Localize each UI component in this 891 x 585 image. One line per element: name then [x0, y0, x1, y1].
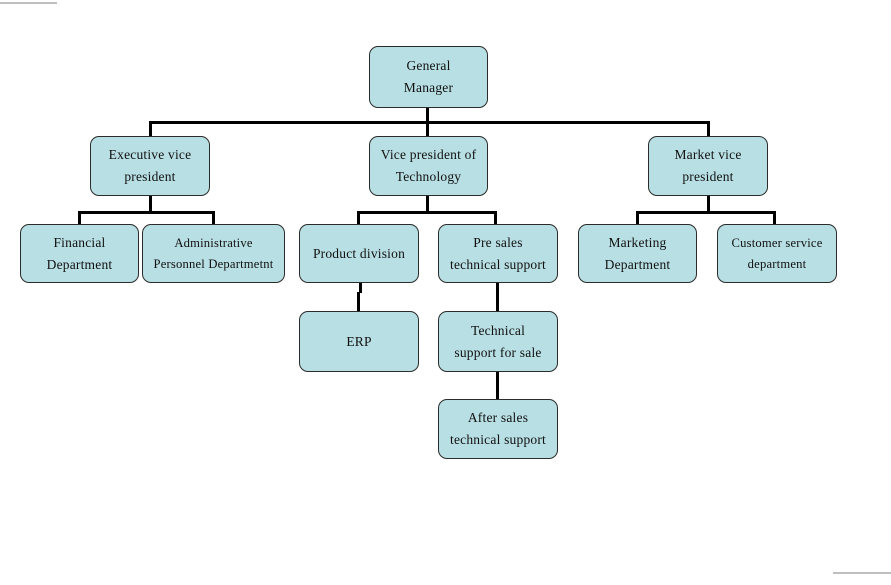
node-administrative-personnel-department[interactable]: Administrative Personnel Departmetnt: [142, 224, 285, 283]
connector-drop-marketing: [636, 211, 639, 224]
connector-product-to-erp-upper: [359, 283, 362, 293]
node-market-vice-president[interactable]: Market vice president: [648, 136, 768, 196]
connector-exec-vp-stem: [149, 196, 152, 212]
node-vice-president-of-technology-line-2: Technology: [395, 169, 462, 184]
node-general-manager[interactable]: General Manager: [369, 46, 488, 108]
node-vice-president-of-technology-line-1: Vice president of: [380, 147, 477, 163]
node-product-division[interactable]: Product division: [299, 224, 419, 283]
node-product-division-line-1: Product division: [312, 245, 406, 261]
node-customer-service-department-line-1: Customer service: [731, 236, 823, 251]
node-market-vice-president-line-2: president: [682, 169, 734, 184]
node-financial-department[interactable]: Financial Department: [20, 224, 139, 283]
connector-techsupport-to-aftersales: [496, 372, 499, 399]
connector-vp-tech-stem: [426, 196, 429, 212]
node-after-sales-technical-support-line-2: technical support: [450, 432, 546, 447]
connector-presales-to-techsupport: [496, 283, 499, 311]
node-after-sales-technical-support-line-1: After sales: [467, 410, 529, 426]
connector-drop-customer: [773, 211, 776, 224]
page-edge-rule-top: [0, 2, 57, 4]
node-financial-department-line-2: Department: [46, 256, 113, 272]
node-marketing-department-line-1: Marketing: [608, 234, 667, 250]
node-pre-sales-technical-support-line-2: technical support: [450, 256, 546, 272]
node-marketing-department-line-2: Department: [604, 256, 671, 272]
page-edge-rule-bottom: [833, 572, 891, 574]
node-erp-line-1: ERP: [346, 333, 372, 349]
node-technical-support-for-sale-line-1: Technical: [470, 322, 526, 338]
node-market-vice-president-line-1: Market vice: [674, 147, 742, 163]
connector-drop-vp-tech: [426, 121, 429, 136]
node-technical-support-for-sale-line-2: support for sale: [454, 344, 542, 360]
node-marketing-department[interactable]: Marketing Department: [578, 224, 697, 283]
connector-drop-presales: [494, 211, 497, 224]
node-executive-vice-president-line-2: president: [124, 169, 176, 184]
node-pre-sales-technical-support-line-1: Pre sales: [473, 234, 523, 250]
connector-drop-admin: [212, 211, 215, 224]
connector-drop-exec-vp: [149, 121, 152, 136]
connector-product-to-erp-lower: [357, 292, 360, 311]
node-pre-sales-technical-support[interactable]: Pre sales technical support: [438, 224, 558, 283]
node-administrative-personnel-department-line-1: Administrative: [174, 236, 253, 251]
node-customer-service-department-line-2: department: [747, 256, 807, 271]
connector-market-vp-bus: [636, 211, 776, 214]
node-vice-president-of-technology[interactable]: Vice president of Technology: [369, 136, 488, 196]
connector-drop-market-vp: [707, 121, 710, 136]
node-executive-vice-president-line-1: Executive vice: [108, 147, 192, 163]
connector-level1-bus: [149, 121, 710, 124]
node-general-manager-line-1: General: [406, 58, 451, 74]
node-customer-service-department[interactable]: Customer service department: [717, 224, 837, 283]
connector-vp-tech-bus: [357, 211, 497, 214]
node-technical-support-for-sale[interactable]: Technical support for sale: [438, 311, 558, 372]
node-administrative-personnel-department-line-2: Personnel Departmetnt: [153, 256, 274, 271]
node-erp[interactable]: ERP: [299, 311, 419, 372]
node-executive-vice-president[interactable]: Executive vice president: [90, 136, 210, 196]
node-general-manager-line-2: Manager: [403, 80, 454, 95]
node-after-sales-technical-support[interactable]: After sales technical support: [438, 399, 558, 459]
connector-exec-vp-bus: [78, 211, 215, 214]
connector-drop-financial: [78, 211, 81, 224]
node-financial-department-line-1: Financial: [53, 234, 106, 250]
connector-drop-product: [357, 211, 360, 224]
connector-gm-stem: [426, 108, 429, 124]
connector-market-vp-stem: [707, 196, 710, 212]
